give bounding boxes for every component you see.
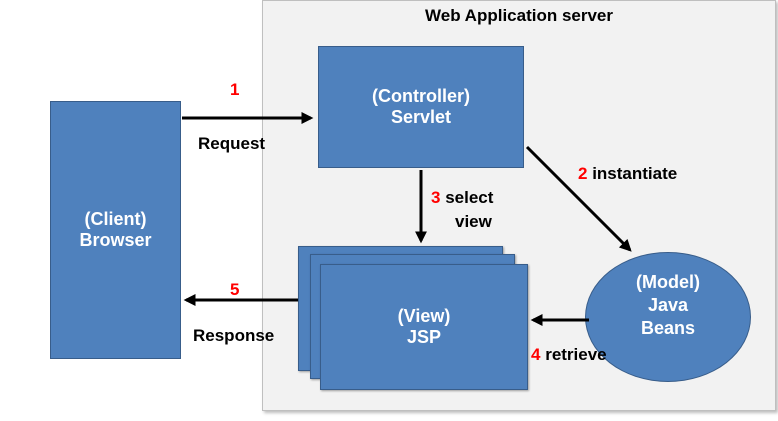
model-label-line3: Beans [640, 318, 696, 338]
view-label-line1: (View) [397, 306, 451, 326]
retrieve-label: 4 retrieve [531, 345, 607, 365]
step-5-number: 5 [230, 280, 240, 299]
controller-servlet-box: (Controller) Servlet [318, 46, 524, 168]
select-text: select [445, 188, 494, 207]
browser-label-line1: (Client) [84, 209, 147, 229]
model-label-line1: (Model) [636, 272, 700, 292]
step-1-number: 1 [230, 80, 240, 99]
view-label-line2: JSP [406, 327, 442, 347]
browser-label-line2: Browser [79, 230, 152, 250]
model-javabeans-ellipse [585, 252, 751, 382]
select-view-label-line2: view [455, 212, 492, 231]
server-title: Web Application server [425, 6, 613, 25]
step-4-number: 4 [531, 345, 541, 364]
instantiate-label: 2 instantiate [578, 164, 677, 184]
step-3-number: 3 [431, 188, 441, 207]
retrieve-text: retrieve [545, 345, 607, 364]
instantiate-text: instantiate [592, 164, 678, 183]
jsp-view-box: (View) JSP [320, 264, 528, 390]
controller-label-line1: (Controller) [372, 86, 470, 106]
response-label: Response [193, 326, 275, 345]
request-label: Request [198, 134, 266, 153]
step-2-number: 2 [578, 164, 588, 183]
model-label: (Model) Java Beans [585, 271, 751, 340]
controller-label-line2: Servlet [390, 107, 452, 127]
instantiate-arrow [525, 145, 632, 252]
browser-box: (Client) Browser [50, 101, 181, 359]
model-label-line2: Java [647, 295, 689, 315]
select-view-label-line1: 3 select [431, 188, 493, 208]
